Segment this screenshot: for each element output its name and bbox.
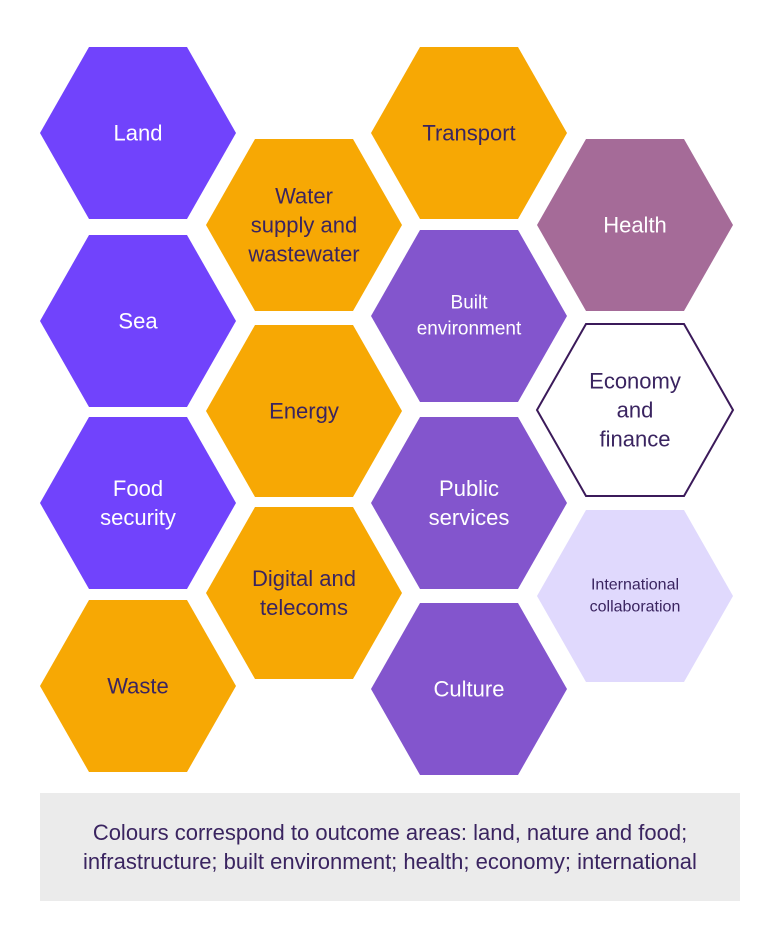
hexagon-shape-international [537,510,733,682]
hexagon-water: Water supply and wastewater [206,139,402,311]
hexagon-label-economy: Economy [589,369,681,394]
hexagon-label-international: International [591,577,679,594]
hexagon-label-waste: Waste [107,674,169,699]
hexagon-label-built-environment: environment [417,319,522,340]
hexagon-label-economy: and [617,398,654,423]
hexagon-transport: Transport [371,47,567,219]
hexagon-label-water: wastewater [247,242,359,267]
hexagon-label-land: Land [114,121,163,146]
hexagon-economy: Economy and finance [535,323,735,497]
hexagon-label-built-environment: Built [451,293,489,314]
hexagon-shape-built-environment [371,230,567,402]
hexagon-label-sea: Sea [118,309,158,334]
hexagon-culture: Culture [371,603,567,775]
hexagon-food-security: Food security [40,417,236,589]
hexagon-label-culture: Culture [434,677,505,702]
hexagon-label-food-security: security [100,505,176,530]
hexagon-energy: Energy [206,325,402,497]
hexagon-label-water: Water [275,184,333,209]
caption-box: Colours correspond to outcome areas: lan… [40,793,740,901]
hexagon-label-water: supply and [251,213,357,238]
hexagon-waste: Waste [40,600,236,772]
hexagon-label-energy: Energy [269,399,339,424]
hexagon-built-environment: Built environment [371,230,567,402]
hexagon-shape-culture [371,603,567,775]
hexagon-sea: Sea [40,235,236,407]
hexagon-digital: Digital and telecoms [206,507,402,679]
hexagon-public-services: Public services [371,417,567,589]
hexagon-label-food-security: Food [113,476,163,501]
hexagon-shape-food-security [40,417,236,589]
hexagon-label-health: Health [603,213,667,238]
hexagon-shape-transport [371,47,567,219]
hexagon-shape-health [537,139,733,311]
hexagon-label-digital: telecoms [260,595,348,620]
hexagon-label-economy: finance [600,427,671,452]
hexagon-land: Land [40,47,236,219]
hexagon-shape-energy [206,325,402,497]
hexagon-label-transport: Transport [422,121,515,146]
hexagon-label-public-services: Public [439,476,499,501]
hexagon-health: Health [537,139,733,311]
hexagon-shape-digital [206,507,402,679]
hexagon-shape-economy [535,323,735,497]
hexagon-label-public-services: services [429,505,510,530]
hexagon-label-international: collaboration [590,599,681,616]
caption-text: Colours correspond to outcome areas: lan… [83,820,697,874]
hexagon-international: International collaboration [537,510,733,682]
hexagon-shape-water [206,139,402,311]
hexagon-shape-public-services [371,417,567,589]
hexagon-label-digital: Digital and [252,566,356,591]
hexagon-shape-land [40,47,236,219]
hexagon-shape-sea [40,235,236,407]
hexagon-shape-waste [40,600,236,772]
